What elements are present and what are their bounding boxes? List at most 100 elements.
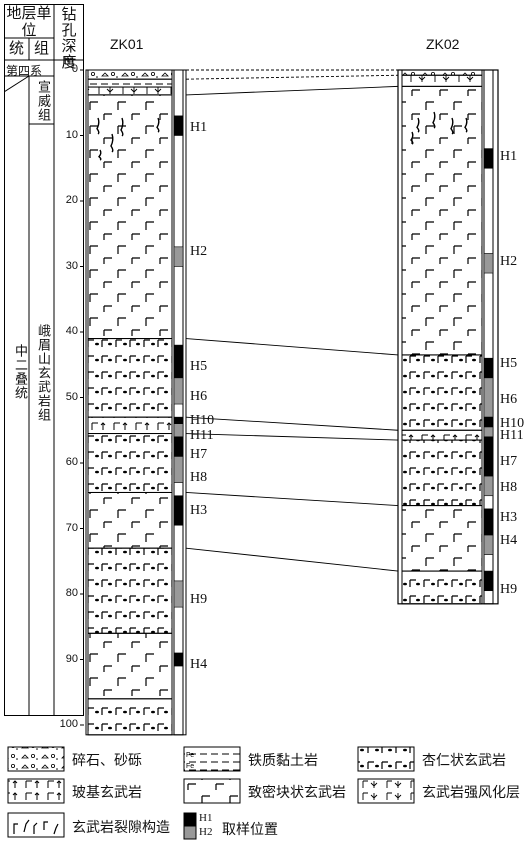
layer-massive xyxy=(401,85,483,356)
correlation-line xyxy=(185,547,399,572)
fracture xyxy=(410,131,414,145)
layer-amyg xyxy=(401,570,483,605)
sample-label: H9 xyxy=(190,591,208,607)
legend-swatches: Fe Fe xyxy=(7,746,415,840)
layer-amyg xyxy=(87,338,173,418)
correlation-line xyxy=(185,338,399,356)
correlation-lines xyxy=(185,69,399,572)
fracture xyxy=(156,117,160,133)
layer-massive xyxy=(87,94,173,340)
layer-amyg xyxy=(401,354,483,431)
sample-mark xyxy=(483,508,494,536)
quaternary-label: 第四系 xyxy=(6,64,43,78)
depth-tick-label: 100 xyxy=(59,718,78,730)
correlation-line xyxy=(185,85,399,96)
emeishan-label: 峨眉山玄武岩组 xyxy=(35,324,50,422)
borehole-columns xyxy=(80,69,499,736)
depth-unit: m xyxy=(63,53,75,67)
layer-massive xyxy=(87,491,173,549)
depth-tick-label: 70 xyxy=(65,521,78,534)
correlation-line xyxy=(185,492,399,507)
depth-tick-label: 0 xyxy=(71,63,78,75)
sample-label: H2 xyxy=(500,254,518,270)
legend-swatch-amyg xyxy=(357,746,415,772)
layer-clay xyxy=(87,78,173,88)
fracture xyxy=(464,117,468,133)
layer-weather xyxy=(87,86,173,96)
sample-mark xyxy=(173,436,184,457)
legend-label-amyg: 杏仁状玄武岩 xyxy=(422,753,506,769)
sample-label: H11 xyxy=(190,427,214,443)
legend-sample-h1: H1 xyxy=(199,812,213,824)
layer-amyg xyxy=(401,439,483,507)
legend-sample-h2: H2 xyxy=(199,826,213,838)
sample-label: H11 xyxy=(500,427,524,443)
zk01-title: ZK01 xyxy=(110,36,144,52)
sample-mark xyxy=(173,495,184,526)
fracture xyxy=(110,133,114,153)
depth-axis-ticks xyxy=(80,69,84,726)
sample-mark xyxy=(483,426,494,438)
series-label: 中二叠统 xyxy=(12,344,27,400)
fracture xyxy=(97,149,102,161)
sample-mark xyxy=(483,253,494,274)
legend: Fe Fe 碎石、砂砾 铁质黏土岩 杏仁状玄武岩 玻基玄武岩 致密块状玄武岩 玄… xyxy=(0,742,530,850)
layer-massive xyxy=(401,505,483,572)
sample-mark xyxy=(483,534,494,555)
depth-tick-label: 30 xyxy=(65,259,78,272)
fracture xyxy=(96,117,100,135)
sample-mark xyxy=(173,246,184,267)
layer-glass xyxy=(87,416,173,435)
sample-mark xyxy=(483,436,494,477)
layer-weather xyxy=(401,74,483,87)
sample-label: H10 xyxy=(190,413,215,429)
sample-mark xyxy=(173,423,184,438)
sample-mark xyxy=(483,475,494,497)
sample-label: H6 xyxy=(190,388,208,404)
strat-unit-header: 地层单位 xyxy=(6,4,52,39)
sample-mark xyxy=(173,115,184,136)
depth-tick-label: 40 xyxy=(65,325,78,337)
xuanwei-label: 宣威组 xyxy=(35,80,50,122)
sample-label: H3 xyxy=(500,509,518,525)
fracture xyxy=(120,117,124,137)
sample-mark xyxy=(483,357,494,379)
zk01-column xyxy=(85,69,187,736)
sample-mark xyxy=(173,344,184,379)
depth-tick-label: 10 xyxy=(65,128,78,141)
sample-mark xyxy=(173,416,184,424)
depth-tick-label: 20 xyxy=(65,194,78,206)
formation-header: 组 xyxy=(33,39,49,57)
sample-label: H1 xyxy=(190,119,208,135)
sample-mark xyxy=(483,148,494,169)
correlation-line xyxy=(185,74,399,80)
sample-mark xyxy=(173,580,184,608)
sample-label: H4 xyxy=(190,657,208,673)
strat-table: 地层单位 统 组 钻孔深度 m 第四系 宣威组 中二叠统 峨眉山玄武岩组 xyxy=(4,4,84,716)
sample-label: H9 xyxy=(500,581,518,597)
layer-massive xyxy=(87,632,173,700)
sample-label: H8 xyxy=(500,480,518,496)
legend-swatch-fracture xyxy=(7,812,65,838)
legend-label-gravel: 碎石、砂砾 xyxy=(72,753,142,769)
legend-swatch-clay: Fe Fe xyxy=(183,746,241,772)
layer-glass xyxy=(401,429,483,441)
layer-amyg xyxy=(87,433,173,493)
depth-tick-label: 50 xyxy=(65,390,78,403)
sample-label: H4 xyxy=(500,532,518,548)
sample-label: H3 xyxy=(190,503,208,519)
legend-label-massive: 致密块状玄武岩 xyxy=(248,785,346,801)
zk02-title: ZK02 xyxy=(426,36,460,52)
sample-mark xyxy=(173,456,184,483)
sample-mark xyxy=(483,377,494,418)
sample-label: H6 xyxy=(500,391,518,407)
legend-label-sample: 取样位置 xyxy=(222,822,278,838)
sample-label: H10 xyxy=(500,416,525,431)
sample-label: H8 xyxy=(190,470,208,486)
svg-text:Fe: Fe xyxy=(186,752,194,759)
zk01-frame xyxy=(85,69,187,736)
strat-table-frame xyxy=(4,4,84,716)
layer-gravel xyxy=(401,69,483,76)
fracture xyxy=(450,117,454,135)
legend-swatch-glassy xyxy=(7,778,65,804)
